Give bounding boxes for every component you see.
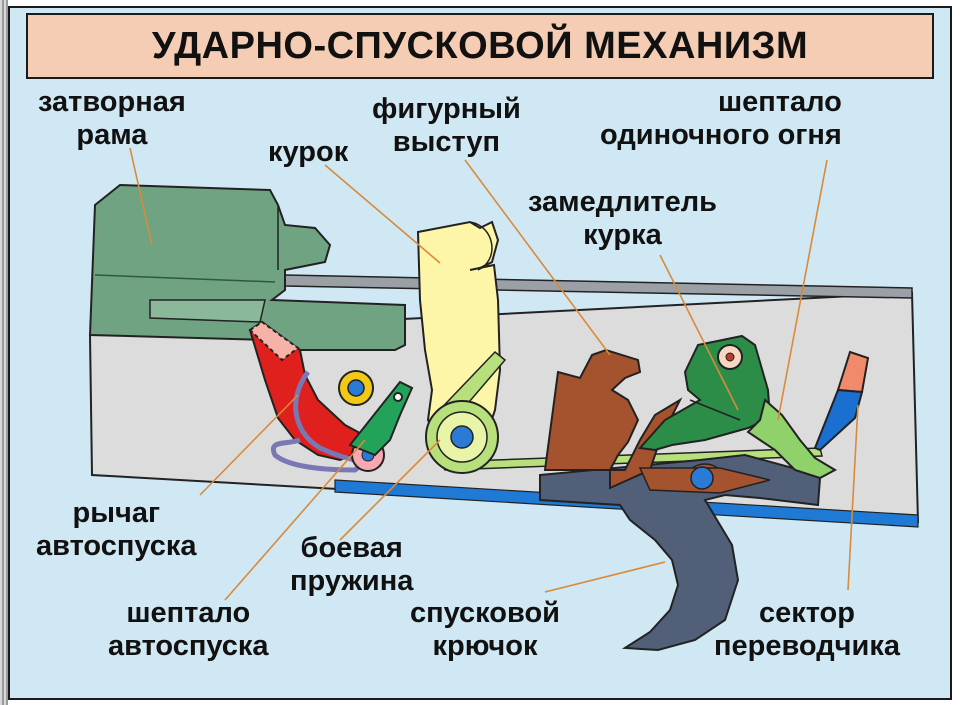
single-fire-sear [746,398,838,480]
leader-single-fire-sear [777,159,828,421]
selector-sector [813,350,870,452]
leader-lines [129,147,859,601]
leader-auto-release-sear [224,439,366,601]
leader-hammer [324,164,441,264]
label-bolt-carrier: затворная рама [38,86,186,151]
bolt-carrier [88,183,406,351]
receiver-top-rail [284,274,913,299]
label-shaped-lug: фигурный выступ [372,93,521,158]
leader-trigger [544,561,666,593]
label-hammer-retarder: замедлитель курка [528,186,717,251]
label-hammer: курок [268,136,349,168]
leader-mainspring [339,439,441,541]
leader-selector [847,404,859,591]
label-auto-release-lever: рычаг автоспуска [36,497,197,562]
label-mainspring: боевая пружина [290,532,414,597]
leader-retarder [659,254,739,411]
label-auto-release-sear: шептало автоспуска [108,597,269,662]
label-single-fire-sear: шептало одиночного огня [600,86,842,151]
leader-auto-release-lever [199,394,299,496]
leader-bolt-carrier [129,147,153,246]
label-selector-sector: сектор переводчика [714,597,900,662]
leader-shaped-lug [464,159,611,356]
label-trigger: спусковой крючок [410,597,561,662]
title-bar: УДАРНО-СПУСКОВОЙ МЕХАНИЗМ [26,13,934,79]
auto-release-sear [348,380,414,457]
poster-title: УДАРНО-СПУСКОВОЙ МЕХАНИЗМ [151,24,809,67]
frame-edge [0,0,8,705]
